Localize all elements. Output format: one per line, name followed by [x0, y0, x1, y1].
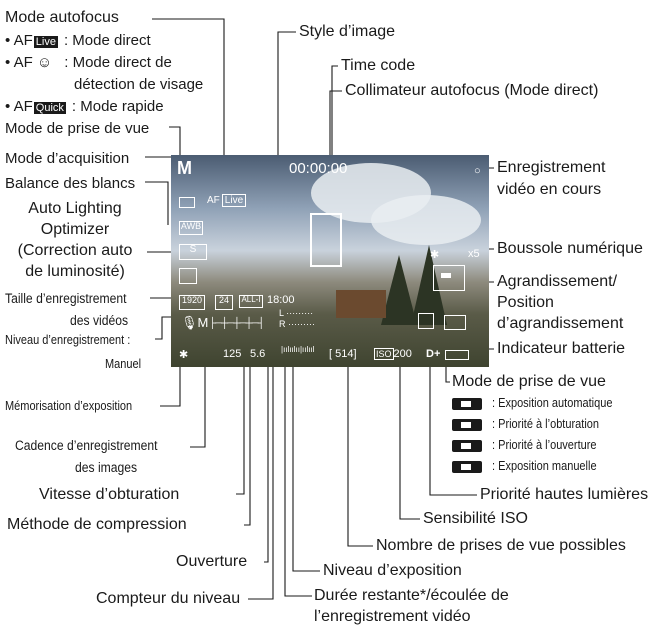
- label-taille-2: des vidéos: [70, 313, 129, 328]
- label-alo: Auto Lighting Optimizer (Correction auto…: [5, 198, 145, 282]
- label-batterie: Indicateur batterie: [497, 340, 626, 357]
- label-mode-prise-vue-top: Mode de prise de vue: [5, 120, 150, 137]
- label-mode-prise-vue-bottom: Mode de prise de vue: [452, 373, 606, 390]
- shutter-priority-icon: [452, 419, 482, 431]
- label-memo-expo: Mémorisation d’exposition: [5, 399, 133, 413]
- label-duree: Durée restante*/écoulée de: [314, 587, 509, 604]
- tree: [411, 245, 447, 325]
- shutter-speed: 125: [223, 348, 242, 360]
- label-taille: Taille d’enregistrement: [5, 291, 127, 306]
- label-niveau-enregistrement: Niveau d’enregistrement :: [5, 333, 131, 347]
- label-iso: Sensibilité ISO: [423, 510, 528, 527]
- house: [336, 290, 386, 318]
- label-boussole: Boussole numérique: [497, 240, 643, 257]
- timecode: 00:00:00: [289, 160, 348, 177]
- shooting-mode-icon: [444, 315, 466, 330]
- label-agr-3: d’agrandissement: [497, 315, 624, 332]
- ae-lock-star: ✱: [179, 349, 189, 361]
- audio-meter: L ·········R ·········: [279, 308, 315, 329]
- drive-mode-icon: [179, 197, 195, 208]
- auto-exposure-icon: [452, 398, 482, 410]
- aperture: 5.6: [250, 348, 266, 360]
- label-cadence-2: des images: [75, 460, 138, 475]
- legend-item: : Priorité à l’ouverture: [492, 438, 597, 452]
- mic-level-icon: 🎙M: [181, 315, 209, 330]
- compass-icon: [418, 313, 434, 329]
- label-mode-autofocus: Mode autofocus: [5, 9, 119, 26]
- rec-icon: ○: [474, 165, 481, 177]
- label-af-face-2: détection de visage: [74, 76, 204, 93]
- alo-line-1: Auto Lighting: [28, 200, 122, 217]
- wb-icon: AWB: [179, 221, 203, 235]
- battery-icon: [445, 350, 469, 360]
- picture-style-icon: S: [179, 244, 207, 260]
- label-collimateur: Collimateur autofocus (Mode direct): [345, 82, 599, 99]
- label-time-code: Time code: [341, 57, 416, 74]
- label-niveau-enregistrement-2: Manuel: [105, 357, 142, 371]
- mode-indicator: M: [177, 158, 192, 178]
- audio-level-slider: ├─┼─┼─┼─┤: [209, 318, 265, 329]
- exposure-level-scale: |ıılıılıı|ıılııl: [281, 345, 315, 354]
- label-af-face: • AF ☺: Mode direct de: [5, 54, 172, 71]
- highlight-priority: D+: [426, 348, 441, 360]
- label-priorite-hl: Priorité hautes lumières: [480, 486, 649, 503]
- aperture-priority-icon: [452, 440, 482, 452]
- label-nb-prises: Nombre de prises de vue possibles: [376, 537, 626, 554]
- label-agr-1: Agrandissement/: [497, 273, 618, 290]
- manual-exposure-icon: [452, 461, 482, 473]
- alo-icon: [179, 268, 197, 284]
- legend-item: : Exposition automatique: [492, 396, 613, 410]
- label-compression: Méthode de compression: [7, 516, 187, 533]
- alo-line-4: de luminosité): [25, 263, 125, 280]
- label-compteur: Compteur du niveau: [96, 590, 241, 607]
- cloud: [371, 195, 481, 245]
- shots-remaining: [ 514]: [329, 348, 357, 360]
- label-cadence: Cadence d’enregistrement: [15, 438, 158, 453]
- compression-icon: ALL-I: [239, 295, 263, 308]
- af-point-frame: [310, 213, 342, 267]
- label-balance-blancs: Balance des blancs: [5, 175, 136, 192]
- label-duree-2: l’enregistrement vidéo: [314, 608, 471, 625]
- frame-rate-icon: 24: [215, 295, 233, 310]
- label-style: Style d’image: [299, 23, 396, 40]
- zoom-star: ✱: [430, 249, 440, 261]
- label-agr-2: Position: [497, 294, 554, 311]
- label-rec-2: vidéo en cours: [497, 181, 602, 198]
- alo-line-3: (Correction auto: [17, 242, 133, 259]
- legend-item: : Priorité à l’obturation: [492, 417, 600, 431]
- label-niveau-expo: Niveau d’exposition: [323, 562, 462, 579]
- movie-size-icon: 1920: [179, 295, 205, 310]
- zoom-level: x5: [468, 248, 480, 260]
- label-ouverture: Ouverture: [176, 553, 248, 570]
- label-vitesse: Vitesse d’obturation: [39, 486, 180, 503]
- label-rec-1: Enregistrement: [497, 159, 606, 176]
- legend-item: : Exposition manuelle: [492, 459, 597, 473]
- alo-line-2: Optimizer: [40, 221, 110, 238]
- label-mode-acquisition: Mode d’acquisition: [5, 150, 130, 167]
- recording-duration: 18:00: [267, 294, 295, 306]
- zoom-position-box: [433, 265, 465, 291]
